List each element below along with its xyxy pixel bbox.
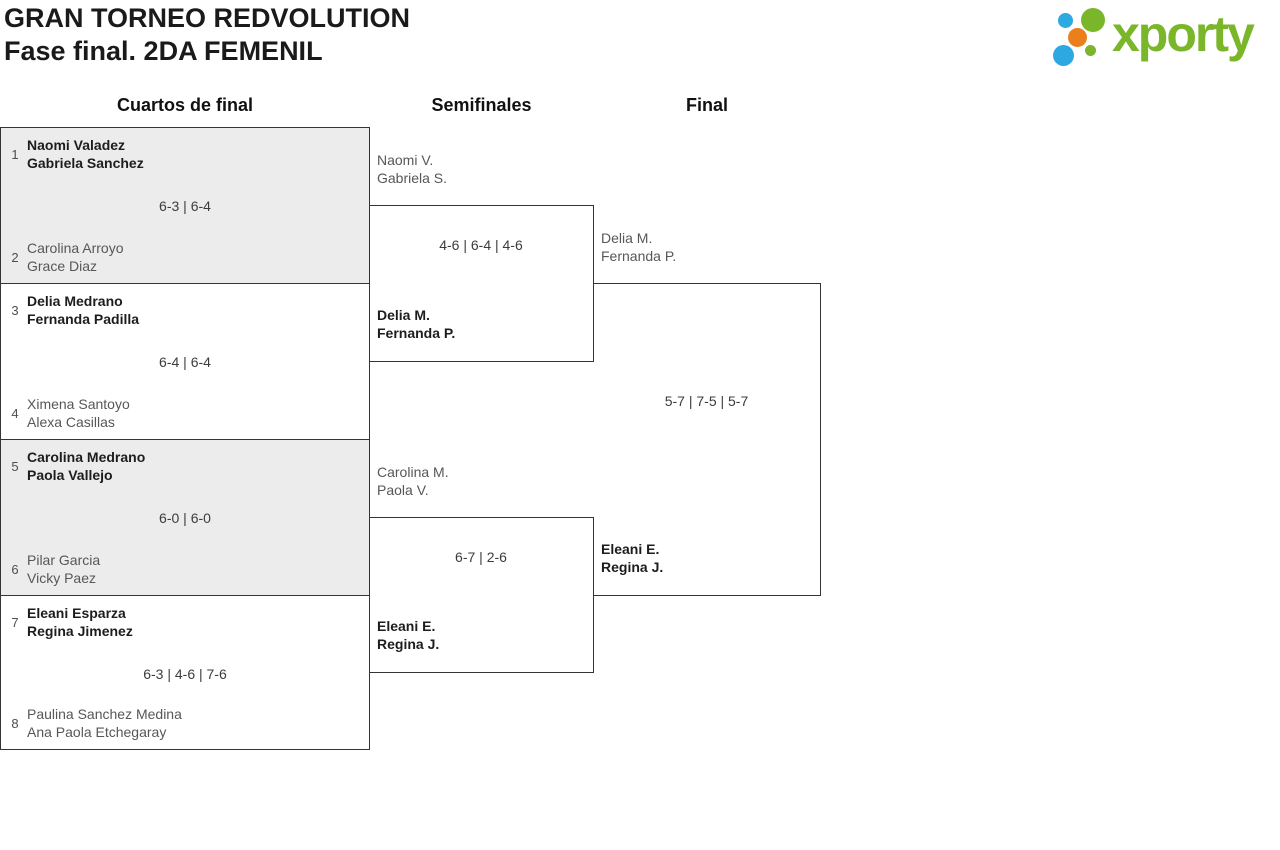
- participant-names: Pilar Garcia Vicky Paez: [27, 552, 101, 586]
- participant-names: Naomi Valadez Gabriela Sanchez: [27, 137, 144, 171]
- column-header-final: Final: [685, 95, 728, 115]
- seed-number: 3: [11, 302, 19, 318]
- seed-number: 5: [11, 458, 19, 474]
- participant-row: 1 Naomi Valadez Gabriela Sanchez: [3, 136, 369, 172]
- seed-number: 4: [11, 405, 19, 421]
- winner-label: Eleani E. Regina J.: [601, 541, 664, 575]
- participant-names: Ximena Santoyo Alexa Casillas: [27, 396, 130, 430]
- logo-dot-orange: [1068, 28, 1087, 47]
- phase-category: Fase final. 2DA FEMENIL: [4, 36, 323, 66]
- match-score: 5-7 | 7-5 | 5-7: [664, 393, 749, 409]
- logo-dot-green-small: [1085, 45, 1096, 56]
- seed-number: 8: [11, 715, 19, 731]
- participant-row: 6 Pilar Garcia Vicky Paez: [3, 551, 369, 587]
- match-score: 6-7 | 2-6: [455, 549, 507, 565]
- column-header-semifinals: Semifinales: [431, 95, 532, 115]
- column-header-quarterfinals: Cuartos de final: [116, 95, 254, 115]
- winner-label: Eleani E. Regina J.: [377, 618, 440, 652]
- participant-top-label: Carolina M. Paola V.: [377, 464, 449, 498]
- participant-names: Carolina Medrano Paola Vallejo: [27, 449, 146, 483]
- seed-number: 7: [11, 614, 19, 630]
- match-quarterfinal-2[interactable]: 3 Delia Medrano Fernanda Padilla 6-4 | 6…: [1, 284, 369, 440]
- logo-dot-green-large: [1081, 8, 1105, 32]
- match-quarterfinal-4[interactable]: 7 Eleani Esparza Regina Jimenez 6-3 | 4-…: [1, 596, 369, 749]
- participant-row: 2 Carolina Arroyo Grace Diaz: [3, 239, 369, 275]
- seed-number: 1: [11, 146, 19, 162]
- seed-number: 2: [11, 249, 19, 265]
- participant-row: 5 Carolina Medrano Paola Vallejo: [3, 448, 369, 484]
- match-score: 6-3 | 6-4: [159, 198, 211, 214]
- participant-row: 3 Delia Medrano Fernanda Padilla: [3, 292, 369, 328]
- match-semifinal-1[interactable]: Naomi V. Gabriela S. 4-6 | 6-4 | 4-6 Del…: [369, 152, 594, 362]
- page-title: GRAN TORNEO REDVOLUTION Fase final. 2DA …: [4, 2, 410, 68]
- participant-names: Eleani Esparza Regina Jimenez: [27, 605, 133, 639]
- match-quarterfinal-3[interactable]: 5 Carolina Medrano Paola Vallejo 6-0 | 6…: [1, 440, 369, 596]
- participant-row: 7 Eleani Esparza Regina Jimenez: [3, 604, 369, 640]
- seed-number: 6: [11, 561, 19, 577]
- logo-dot-blue-large: [1053, 45, 1074, 66]
- participant-row: 4 Ximena Santoyo Alexa Casillas: [3, 395, 369, 431]
- participant-row: 8 Paulina Sanchez Medina Ana Paola Etche…: [3, 705, 369, 741]
- participant-top-label: Naomi V. Gabriela S.: [377, 152, 448, 186]
- match-semifinal-2[interactable]: Carolina M. Paola V. 6-7 | 2-6 Eleani E.…: [369, 464, 594, 673]
- logo-dot-blue-small: [1058, 13, 1073, 28]
- participant-names: Paulina Sanchez Medina Ana Paola Etchega…: [27, 706, 182, 740]
- winner-label: Delia M. Fernanda P.: [377, 307, 456, 341]
- match-quarterfinal-1[interactable]: 1 Naomi Valadez Gabriela Sanchez 6-3 | 6…: [1, 128, 369, 284]
- match-score: 6-0 | 6-0: [159, 510, 211, 526]
- match-score: 6-3 | 4-6 | 7-6: [143, 666, 227, 682]
- match-final[interactable]: Delia M. Fernanda P. 5-7 | 7-5 | 5-7 Ele…: [593, 230, 821, 596]
- match-score: 4-6 | 6-4 | 4-6: [439, 237, 523, 253]
- xporty-logo[interactable]: xporty: [1050, 4, 1276, 70]
- match-score: 6-4 | 6-4: [159, 354, 211, 370]
- tournament-name: GRAN TORNEO REDVOLUTION: [4, 3, 411, 33]
- participant-names: Carolina Arroyo Grace Diaz: [27, 240, 124, 274]
- participant-names: Delia Medrano Fernanda Padilla: [27, 293, 140, 327]
- participant-top-label: Delia M. Fernanda P.: [601, 230, 677, 264]
- quarterfinals-bracket: 1 Naomi Valadez Gabriela Sanchez 6-3 | 6…: [0, 127, 370, 750]
- logo-wordmark: xporty: [1112, 6, 1255, 62]
